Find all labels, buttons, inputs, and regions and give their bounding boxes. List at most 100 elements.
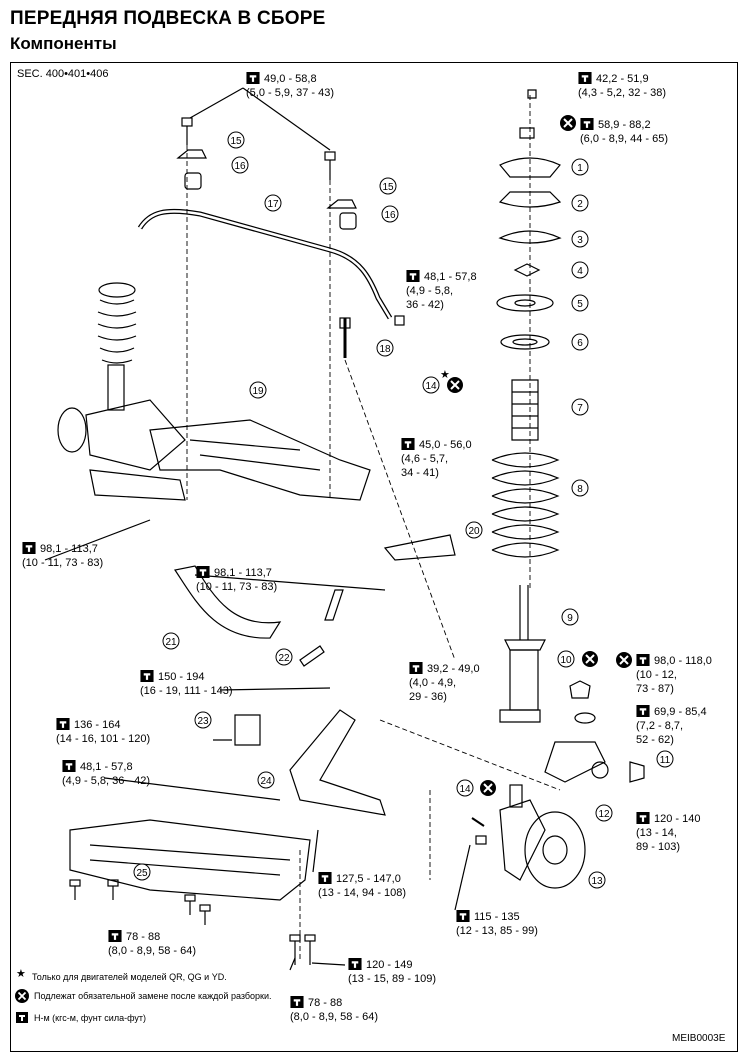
svg-text:3: 3 xyxy=(577,235,583,246)
bushing-12 xyxy=(591,761,609,779)
callout-12: 12 xyxy=(595,804,613,822)
torque-wrench-icon xyxy=(140,670,154,682)
stabilizer-clamp-right xyxy=(326,199,357,209)
lower-arm-24 xyxy=(289,709,386,816)
page-subtitle: Компоненты xyxy=(10,34,117,53)
knuckle-nut xyxy=(475,835,487,845)
torque-wrench-icon xyxy=(56,718,70,730)
torque-label: 98,1 - 113,7(10 - 11, 73 - 83) xyxy=(196,566,278,593)
torque-label: 39,2 - 49,0(4,0 - 4,9,29 - 36) xyxy=(409,662,480,703)
svg-text:9: 9 xyxy=(567,613,573,624)
svg-text:25: 25 xyxy=(136,868,148,879)
bracket-23 xyxy=(234,714,261,746)
torque-wrench-icon xyxy=(196,566,210,578)
torque-label: 42,2 - 51,9(4,3 - 5,2, 32 - 38) xyxy=(578,72,667,99)
torque-label: 69,9 - 85,4(7,2 - 8,7,52 - 62) xyxy=(636,705,707,746)
replace-marks xyxy=(15,115,632,1003)
callout-15b: 15 xyxy=(379,177,397,195)
torque-label: 48,1 - 57,8(4,9 - 5,8, 36 - 42) xyxy=(62,760,151,787)
cotter-pin xyxy=(471,817,485,827)
steering-knuckle xyxy=(499,784,586,889)
svg-text:20: 20 xyxy=(468,526,480,537)
torque-wrench-icon xyxy=(636,812,650,824)
svg-text:16: 16 xyxy=(384,210,396,221)
callout-1: 1 xyxy=(571,158,589,176)
callout-10: 10 xyxy=(557,650,575,668)
strut-assembly-left xyxy=(97,282,137,411)
svg-text:13: 13 xyxy=(591,876,603,887)
rear-member xyxy=(69,819,311,901)
svg-text:14: 14 xyxy=(425,381,437,392)
rear-member-ribs xyxy=(89,844,291,876)
callout-11: 11 xyxy=(656,750,674,768)
member-ribs xyxy=(189,439,321,471)
torque-wrench-icon xyxy=(578,72,592,84)
upper-link xyxy=(383,534,456,561)
drawing-code: MEIB0003E xyxy=(672,1033,726,1044)
callout-23: 23 xyxy=(194,711,212,729)
svg-text:10: 10 xyxy=(560,655,572,666)
legend-torque-text: Н-м (кгс-м, фунт сила-фут) xyxy=(34,1013,146,1023)
callout-2: 2 xyxy=(571,194,589,212)
torque-label: 136 - 164(14 - 16, 101 - 120) xyxy=(56,718,151,745)
torque-wrench-icon xyxy=(401,438,415,450)
torque-label: 45,0 - 56,0(4,6 - 5,7,34 - 41) xyxy=(401,438,472,479)
svg-text:8: 8 xyxy=(577,484,583,495)
svg-text:15: 15 xyxy=(382,182,394,193)
callout-13: 13 xyxy=(588,871,606,889)
connecting-rod-joint xyxy=(339,317,351,329)
torque-wrench-icon xyxy=(456,910,470,922)
svg-text:17: 17 xyxy=(267,199,279,210)
stabilizer-bushing-left xyxy=(184,172,202,190)
svg-text:21: 21 xyxy=(165,637,177,648)
link-22 xyxy=(324,589,344,621)
torque-wrench-icon xyxy=(318,872,332,884)
svg-text:11: 11 xyxy=(660,755,671,766)
callout-4: 4 xyxy=(571,261,589,279)
strut-parts-stack xyxy=(496,89,562,441)
torque-label: 127,5 - 147,0(13 - 14, 94 - 108) xyxy=(318,872,407,899)
svg-text:6: 6 xyxy=(577,338,583,349)
torque-wrench-icon xyxy=(409,662,423,674)
leader-line xyxy=(242,87,331,151)
callout-16b: 16 xyxy=(381,205,399,223)
svg-text:4: 4 xyxy=(577,266,583,277)
page-title: ПЕРЕДНЯЯ ПОДВЕСКА В СБОРЕ xyxy=(10,8,326,29)
callout-22: 22 xyxy=(275,648,293,666)
stabilizer-bolt-left xyxy=(181,117,193,145)
bump-stopper xyxy=(569,680,591,699)
svg-text:15: 15 xyxy=(230,136,242,147)
torque-label: 115 - 135(12 - 13, 85 - 99) xyxy=(456,910,538,937)
svg-text:24: 24 xyxy=(260,776,272,787)
callout-25: 25 xyxy=(133,863,151,881)
callout-18: 18 xyxy=(376,339,394,357)
torque-label: 120 - 140(13 - 14,89 - 103) xyxy=(636,812,701,853)
callout-5: 5 xyxy=(571,294,589,312)
torque-wrench-icon xyxy=(108,930,122,942)
callout-15a: 15 xyxy=(227,131,245,149)
torque-label: 48,1 - 57,8(4,9 - 5,8,36 - 42) xyxy=(406,270,477,311)
torque-label: 150 - 194(16 - 19, 111 - 143) xyxy=(140,670,233,697)
svg-text:14: 14 xyxy=(459,784,471,795)
callout-7: 7 xyxy=(571,398,589,416)
svg-text:18: 18 xyxy=(379,344,391,355)
torque-label: 78 - 88(8,0 - 8,9, 58 - 64) xyxy=(108,930,197,957)
torque-wrench-icon xyxy=(290,996,304,1008)
torque-label: 78 - 88(8,0 - 8,9, 58 - 64) xyxy=(290,996,379,1023)
callout-3: 3 xyxy=(571,230,589,248)
callout-16a: 16 xyxy=(231,156,249,174)
torque-wrench-icon xyxy=(348,958,362,970)
callout-17: 17 xyxy=(264,194,282,212)
callout-14b: 14 xyxy=(456,779,474,797)
torque-label: 98,1 - 113,7(10 - 11, 73 - 83) xyxy=(22,542,104,569)
svg-text:5: 5 xyxy=(577,299,583,310)
legend-torque-icon xyxy=(16,1012,28,1023)
callout-9: 9 xyxy=(561,608,579,626)
lower-link-21 xyxy=(174,565,282,639)
legend-star-text: Только для двигателей моделей QR, QG и Y… xyxy=(32,972,227,982)
legend-star-icon: ★ xyxy=(16,968,26,980)
stabilizer-nut xyxy=(394,315,405,326)
torque-wrench-icon xyxy=(22,542,36,554)
section-reference: SEC. 400•401•406 xyxy=(17,68,109,80)
